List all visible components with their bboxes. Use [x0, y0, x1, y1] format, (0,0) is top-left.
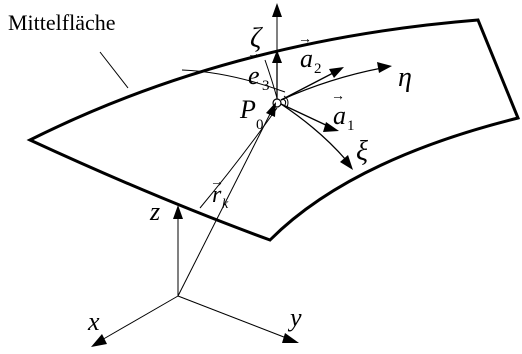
mid-surface-outline — [26, 18, 521, 242]
a2-arrowhead — [329, 67, 344, 78]
global-x-label: x — [87, 307, 100, 336]
e3-vector-arrow-glyph: → — [247, 47, 261, 62]
surface-label: Mittelfläche — [8, 10, 116, 35]
e3-label: e — [248, 61, 260, 90]
right-angle-mark-inner — [282, 98, 287, 106]
eta-coordinate-line — [181, 69, 286, 93]
a2-vector-line — [280, 71, 336, 101]
rk-label: r — [212, 182, 222, 208]
global-x-arrowhead — [91, 334, 107, 347]
eta-axis-curve — [280, 67, 383, 101]
position-vector-rk — [177, 109, 273, 297]
a1-vector-line — [280, 103, 331, 128]
eta-label: η — [398, 62, 412, 93]
a1-vector-arrow-glyph: → — [331, 89, 345, 104]
rk-subscript: k — [222, 197, 229, 212]
e3-subscript: 3 — [262, 78, 270, 94]
a2-vector-arrow-glyph: → — [298, 32, 312, 47]
zeta-label: ζ — [250, 23, 263, 54]
xi-axis-curve — [280, 103, 347, 161]
xi-coordinate-line — [264, 59, 278, 99]
global-y-axis — [177, 295, 290, 340]
point-p0-label: P — [239, 95, 256, 124]
global-y-label: y — [287, 303, 302, 332]
global-z-arrowhead — [173, 205, 183, 219]
global-x-axis — [99, 295, 179, 342]
global-y-arrowhead — [282, 333, 299, 343]
rk-vector-arrow-glyph: → — [210, 175, 224, 190]
a2-label: a — [300, 44, 313, 73]
zeta-arrowhead — [272, 3, 282, 17]
a2-subscript: 2 — [314, 61, 322, 77]
xi-arrowhead — [340, 155, 353, 170]
a1-label: a — [333, 101, 346, 130]
surface-label-leader — [99, 51, 129, 89]
xi-coordinate-line-lower — [199, 107, 278, 209]
a1-subscript: 1 — [347, 118, 355, 134]
a1-arrowhead — [323, 122, 339, 132]
eta-arrowhead — [377, 62, 392, 73]
xi-label: ξ — [356, 136, 368, 167]
right-angle-mark — [283, 95, 289, 108]
global-z-label: z — [149, 197, 160, 226]
point-p0-subscript: 0 — [256, 117, 264, 133]
rk-arrowhead — [266, 102, 276, 117]
e3-arrowhead — [272, 50, 282, 63]
